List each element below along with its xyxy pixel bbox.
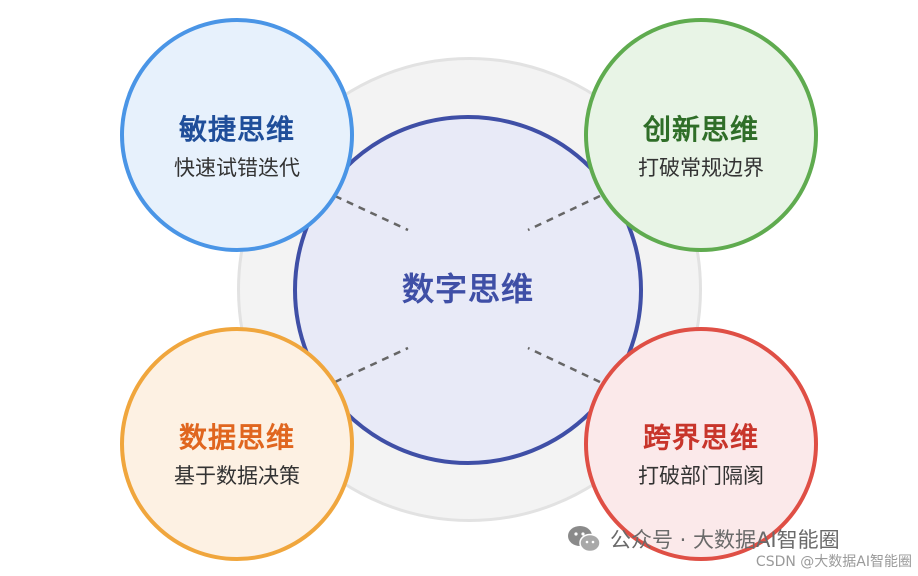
node-innovation-circle [584, 18, 818, 252]
csdn-watermark: CSDN @大数据AI智能圈 [755, 554, 912, 570]
center-title: 数字思维 [401, 270, 534, 308]
watermark: 公众号 · 大数据AI智能圈 [566, 524, 840, 554]
node-cross-circle [584, 327, 818, 561]
node-innovation-title: 创新思维 [642, 113, 759, 146]
connector-data [334, 346, 409, 384]
connector-agile [334, 194, 409, 232]
connector-cross [527, 346, 601, 384]
node-agile-subtitle: 快速试错迭代 [174, 156, 300, 180]
center-circle [293, 115, 643, 465]
node-data-title: 数据思维 [178, 421, 295, 454]
node-cross-title: 跨界思维 [642, 421, 759, 454]
node-cross-subtitle: 打破部门隔阂 [638, 464, 764, 488]
node-innovation-subtitle: 打破常规边界 [638, 156, 764, 180]
wechat-icon [568, 526, 601, 553]
watermark-account-text: 公众号 · 大数据AI智能圈 [610, 528, 840, 552]
connector-innovation [527, 194, 601, 232]
node-agile-circle [120, 18, 354, 252]
node-data-subtitle: 基于数据决策 [174, 464, 300, 488]
node-data-circle [120, 327, 354, 561]
node-agile-title: 敏捷思维 [178, 113, 295, 146]
